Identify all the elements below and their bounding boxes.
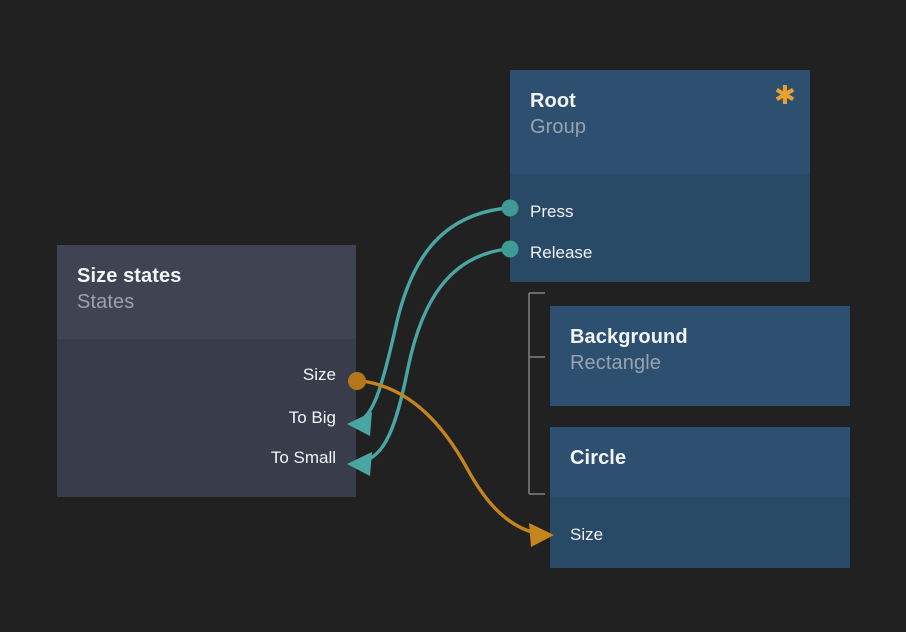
port-label: Size xyxy=(570,525,604,544)
node-header: Root Group ✱ xyxy=(510,70,810,174)
star-icon: ✱ xyxy=(774,80,796,110)
port-label: To Small xyxy=(270,448,336,467)
node-root[interactable]: Root Group ✱ Press Release xyxy=(510,70,810,282)
port-to-big-input[interactable]: To Big xyxy=(289,408,336,428)
port-circle-size-input[interactable]: Size xyxy=(570,525,603,545)
node-body: Size To Big To Small xyxy=(57,339,356,497)
port-to-small-input[interactable]: To Small xyxy=(271,448,336,468)
port-label: Release xyxy=(530,243,593,262)
node-header: Circle xyxy=(550,427,850,497)
node-body: Size xyxy=(550,497,850,568)
wire-press-to-big xyxy=(352,206,509,426)
node-circle[interactable]: Circle Size xyxy=(550,427,850,568)
node-subtitle: States xyxy=(77,291,135,313)
port-press-output[interactable]: Press xyxy=(530,202,573,222)
node-title: Root xyxy=(530,90,576,112)
wire-size-to-circle-size xyxy=(360,379,548,537)
port-size-output[interactable]: Size xyxy=(303,365,336,385)
node-subtitle: Rectangle xyxy=(570,352,661,374)
port-label: To Big xyxy=(288,408,336,427)
node-header: Background Rectangle xyxy=(550,306,850,406)
node-title: Background xyxy=(570,326,688,348)
node-title: Size states xyxy=(77,265,182,287)
wire-release-to-small xyxy=(352,247,509,466)
node-header: Size states States xyxy=(57,245,356,339)
node-title: Circle xyxy=(570,447,627,469)
port-release-output[interactable]: Release xyxy=(530,243,592,263)
node-subtitle: Group xyxy=(530,116,587,138)
node-size-states[interactable]: Size states States Size To Big To Small xyxy=(57,245,356,497)
port-label: Size xyxy=(302,365,336,384)
node-body: Press Release xyxy=(510,174,810,282)
port-label: Press xyxy=(530,202,574,221)
node-background[interactable]: Background Rectangle xyxy=(550,306,850,406)
